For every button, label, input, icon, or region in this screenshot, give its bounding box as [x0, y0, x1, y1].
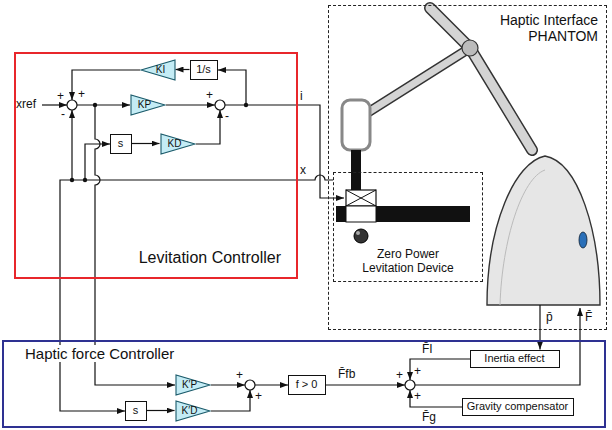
- derivative-block: s: [110, 134, 132, 154]
- sign-label: +: [396, 369, 403, 381]
- sign-label: +: [414, 365, 421, 377]
- signal-label: xref: [16, 98, 36, 110]
- block-label: Inertia effect: [484, 352, 544, 365]
- sign-label: -: [61, 108, 65, 120]
- signal-label: F̄I: [422, 343, 433, 355]
- block-label: K′D: [182, 405, 198, 417]
- signal-label: x: [300, 164, 306, 176]
- sign-label: +: [57, 90, 64, 102]
- gain-triangle: K′P: [175, 374, 211, 396]
- sign-label: -: [225, 110, 229, 122]
- levitation-device: [336, 190, 470, 243]
- block-label: KP: [138, 99, 151, 111]
- block-label: f > 0: [296, 378, 318, 391]
- sign-label: +: [236, 369, 243, 381]
- signal-connector: [147, 410, 175, 411]
- sign-label: +: [78, 88, 85, 100]
- signal-label: i: [300, 90, 303, 102]
- saturation-block: f > 0: [288, 375, 326, 395]
- device-region: Zero Power Levitation Device: [333, 172, 483, 282]
- block-label: s: [118, 137, 124, 150]
- triangle-shape: [176, 401, 210, 421]
- process-box: Gravity compensator: [462, 398, 574, 416]
- branch-dots: [70, 103, 248, 182]
- region-title: Haptic Interface PHANTOM: [480, 12, 598, 44]
- derivative-block: s: [125, 401, 147, 421]
- signal-label: F̄g: [422, 411, 436, 423]
- gain-triangle: K′D: [175, 400, 211, 422]
- block-label: Gravity compensator: [467, 400, 568, 413]
- block-label: KD: [168, 138, 182, 150]
- triangle-shape: [141, 60, 175, 80]
- gain-triangle: KD: [160, 133, 196, 155]
- signal-label: F̄: [585, 311, 592, 323]
- block-label: KI: [156, 64, 165, 76]
- block-label: K′P: [182, 379, 197, 391]
- gain-triangle: KI: [140, 59, 176, 81]
- sign-label: +: [206, 89, 213, 101]
- process-box: Inertia effect: [470, 350, 560, 368]
- region-title: Zero Power Levitation Device: [353, 248, 463, 276]
- sign-label: +: [414, 390, 421, 402]
- block-label: s: [133, 404, 139, 417]
- region-title: Haptic force Controller: [22, 345, 177, 362]
- signal-connector: [176, 69, 190, 70]
- triangle-shape: [176, 375, 210, 395]
- integrator-block: 1/s: [190, 60, 218, 80]
- controller-panel: Levitation Controller KI 1/sKP s KD: [14, 52, 298, 279]
- triangle-shape: [161, 134, 195, 154]
- sign-label: +: [255, 390, 262, 402]
- region-title: Levitation Controller: [136, 249, 284, 267]
- gain-triangle: KP: [130, 94, 166, 116]
- phantom-device: [342, 8, 600, 305]
- signal-label: F̄fb: [338, 368, 355, 380]
- block-label: 1/s: [196, 63, 211, 76]
- signal-label: p̄: [546, 311, 553, 323]
- signal-connector: [132, 143, 160, 144]
- controller-panel: Haptic force ControllerK′P s K′D f > 0 Inert…: [2, 340, 606, 428]
- triangle-shape: [131, 95, 165, 115]
- device-region: Haptic Interface PHANTOM Zero Power Levit…: [328, 5, 607, 330]
